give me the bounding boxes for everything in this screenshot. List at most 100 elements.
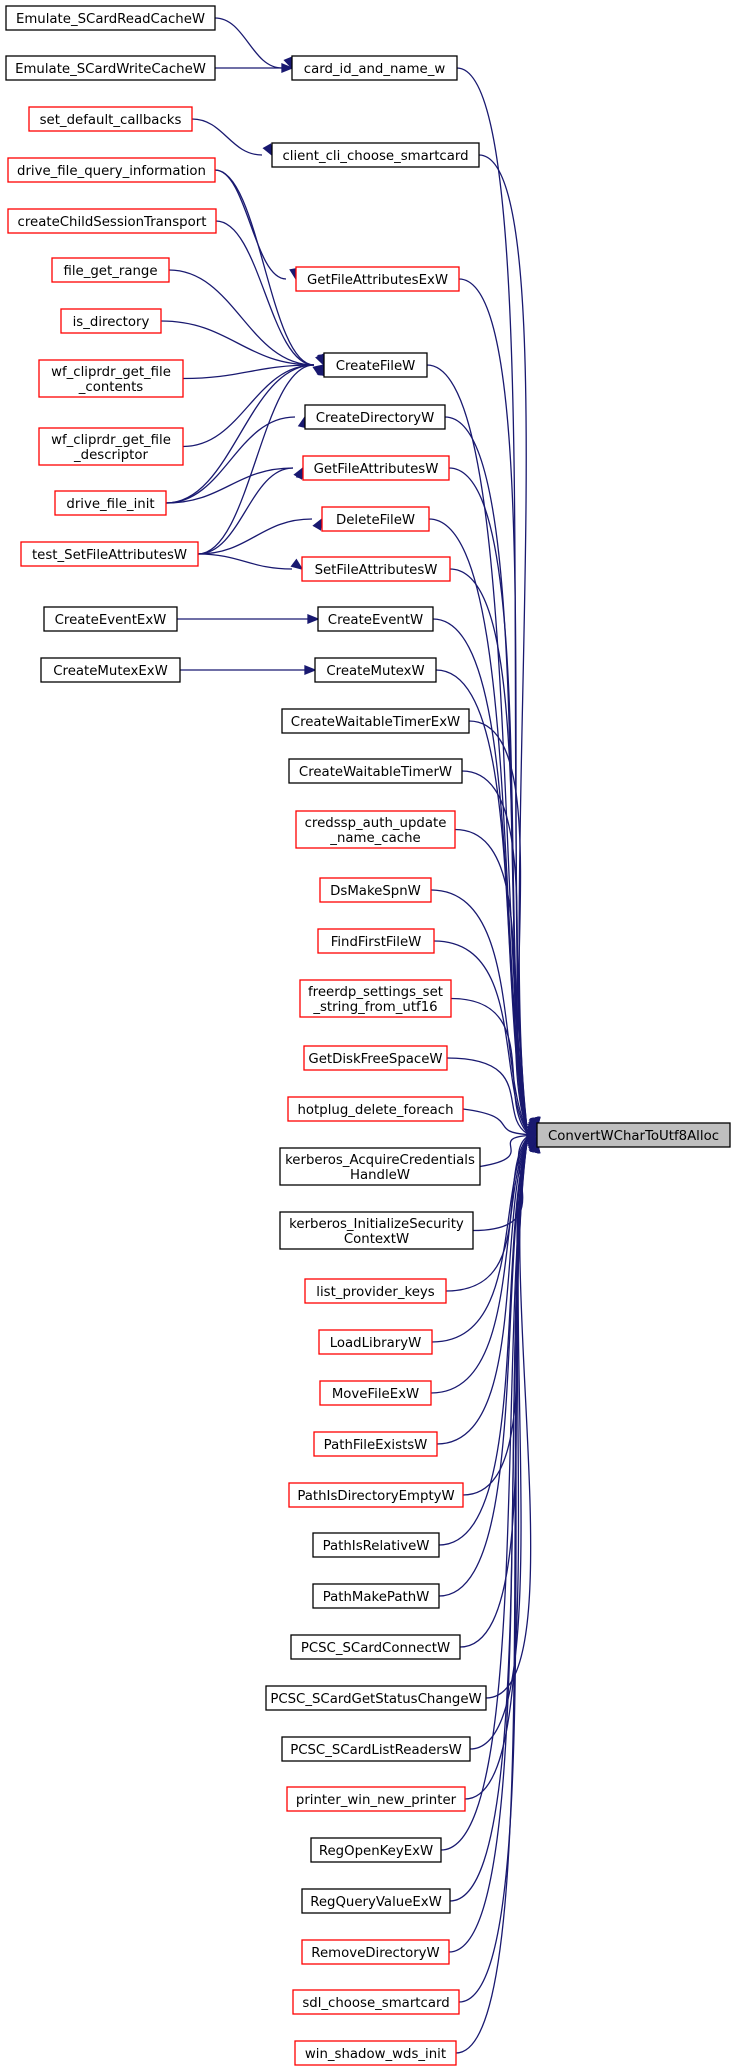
node-label: RegOpenKeyExW: [319, 1844, 433, 1859]
node-label: printer_win_new_printer: [296, 1793, 457, 1808]
node-event-ex[interactable]: CreateEventExW: [43, 606, 178, 632]
node-box: [301, 556, 451, 582]
edge-drive-init-to-createfile: [165, 363, 328, 504]
node-box: [321, 506, 430, 532]
node-box: [7, 208, 217, 234]
node-printer[interactable]: printer_win_new_printer: [286, 1786, 466, 1812]
node-label: RegQueryValueExW: [310, 1895, 442, 1910]
node-box: [271, 142, 480, 168]
node-movefile[interactable]: MoveFileExW: [319, 1380, 432, 1406]
node-box: [318, 1329, 433, 1355]
node-label: SetFileAttributesW: [315, 563, 438, 578]
node-label: is_directory: [73, 315, 150, 330]
node-pathrel[interactable]: PathIsRelativeW: [312, 1532, 440, 1558]
node-box: [299, 979, 452, 1018]
node-removedir[interactable]: RemoveDirectoryW: [301, 1939, 450, 1965]
node-mutex[interactable]: CreateMutexW: [314, 657, 437, 683]
node-winshadow[interactable]: win_shadow_wds_init: [294, 2040, 457, 2066]
node-diskfree[interactable]: GetDiskFreeSpaceW: [303, 1045, 448, 1071]
node-label: createChildSessionTransport: [18, 215, 207, 230]
node-pcsc-conn[interactable]: PCSC_SCardConnectW: [290, 1634, 461, 1660]
node-card-id[interactable]: card_id_and_name_w: [291, 55, 458, 81]
node-box: [60, 308, 162, 334]
node-findfirst[interactable]: FindFirstFileW: [317, 928, 435, 954]
node-regopen[interactable]: RegOpenKeyExW: [310, 1837, 442, 1863]
node-credssp[interactable]: credssp_auth_update_name_cache: [295, 810, 456, 849]
node-target: ConvertWCharToUtf8Alloc: [536, 1122, 731, 1148]
node-wf-desc[interactable]: wf_cliprdr_get_file_descriptor: [38, 427, 184, 466]
node-label: PathIsRelativeW: [323, 1539, 430, 1554]
edge-test-set-to-deletefile: [197, 517, 323, 555]
node-box: [54, 490, 167, 516]
node-timer[interactable]: CreateWaitableTimerW: [288, 758, 463, 784]
node-label: win_shadow_wds_init: [305, 2047, 446, 2062]
node-drive-query[interactable]: drive_file_query_information: [7, 157, 216, 183]
node-pcsc-list[interactable]: PCSC_SCardListReadersW: [281, 1736, 471, 1762]
node-is-dir[interactable]: is_directory: [60, 308, 162, 334]
node-list-prov[interactable]: list_provider_keys: [304, 1278, 447, 1304]
node-label: _string_from_utf16: [312, 1000, 437, 1015]
node-hotplug[interactable]: hotplug_delete_foreach: [287, 1096, 464, 1122]
node-emu-read[interactable]: Emulate_SCardReadCacheW: [5, 5, 216, 31]
node-setattr[interactable]: SetFileAttributesW: [301, 556, 451, 582]
node-pathexists[interactable]: PathFileExistsW: [313, 1431, 438, 1457]
node-pathempty[interactable]: PathIsDirectoryEmptyW: [288, 1482, 464, 1508]
node-freerdp[interactable]: freerdp_settings_set_string_from_utf16: [299, 979, 452, 1018]
node-label: wf_cliprdr_get_file: [51, 433, 171, 448]
node-event[interactable]: CreateEventW: [317, 606, 434, 632]
node-label: card_id_and_name_w: [304, 62, 446, 77]
node-box: [295, 266, 460, 292]
node-box: [314, 657, 437, 683]
node-wf-contents[interactable]: wf_cliprdr_get_file_contents: [38, 359, 184, 398]
node-box: [51, 257, 170, 283]
node-test-set[interactable]: test_SetFileAttributesW: [20, 541, 199, 567]
node-label: DsMakeSpnW: [330, 884, 421, 899]
node-file-range[interactable]: file_get_range: [51, 257, 170, 283]
node-sdl[interactable]: sdl_choose_smartcard: [292, 1989, 460, 2015]
node-label: CreateEventW: [328, 613, 423, 628]
edge-removedir-to-target: [448, 1140, 541, 1953]
node-getattr[interactable]: GetFileAttributesW: [302, 455, 450, 481]
node-box: [317, 606, 434, 632]
node-pcsc-status[interactable]: PCSC_SCardGetStatusChangeW: [265, 1685, 487, 1711]
node-label: freerdp_settings_set: [308, 985, 443, 1000]
node-drive-init[interactable]: drive_file_init: [54, 490, 167, 516]
node-createfile[interactable]: CreateFileW: [323, 352, 428, 378]
node-timer-ex[interactable]: CreateWaitableTimerExW: [281, 708, 470, 734]
node-deletefile[interactable]: DeleteFileW: [321, 506, 430, 532]
node-label: CreateMutexExW: [53, 664, 168, 679]
node-box: [310, 1837, 442, 1863]
node-create-child[interactable]: createChildSessionTransport: [7, 208, 217, 234]
graph-edges: [160, 17, 541, 2054]
node-emu-write[interactable]: Emulate_SCardWriteCacheW: [5, 55, 216, 81]
node-label: drive_file_query_information: [17, 164, 206, 179]
node-label: set_default_callbacks: [40, 113, 182, 128]
node-client-cli[interactable]: client_cli_choose_smartcard: [271, 142, 480, 168]
edge-credssp-to-target: [454, 828, 538, 1131]
node-label: RemoveDirectoryW: [311, 1946, 439, 1961]
node-box: [292, 1989, 460, 2015]
node-regquery[interactable]: RegQueryValueExW: [301, 1888, 451, 1914]
node-box: [303, 1045, 448, 1071]
node-dsmake[interactable]: DsMakeSpnW: [319, 877, 432, 903]
node-loadlib[interactable]: LoadLibraryW: [318, 1329, 433, 1355]
node-box: [281, 708, 470, 734]
edge-test-set-to-getattr: [197, 466, 306, 555]
node-label: _descriptor: [73, 448, 148, 463]
node-set-default[interactable]: set_default_callbacks: [28, 106, 193, 132]
node-label: _contents: [78, 380, 144, 395]
node-box: [313, 1431, 438, 1457]
node-box: [312, 1532, 440, 1558]
node-label: CreateWaitableTimerExW: [291, 715, 460, 730]
node-label: PathMakePathW: [323, 1590, 430, 1605]
node-createdir[interactable]: CreateDirectoryW: [304, 404, 446, 430]
node-getattr-ex[interactable]: GetFileAttributesExW: [295, 266, 460, 292]
node-label: hotplug_delete_foreach: [297, 1103, 453, 1118]
node-pathmake[interactable]: PathMakePathW: [312, 1583, 440, 1609]
node-label: credssp_auth_update: [305, 816, 447, 831]
edge-set-default-to-client-cli: [191, 118, 273, 157]
node-mutex-ex[interactable]: CreateMutexExW: [40, 657, 181, 683]
